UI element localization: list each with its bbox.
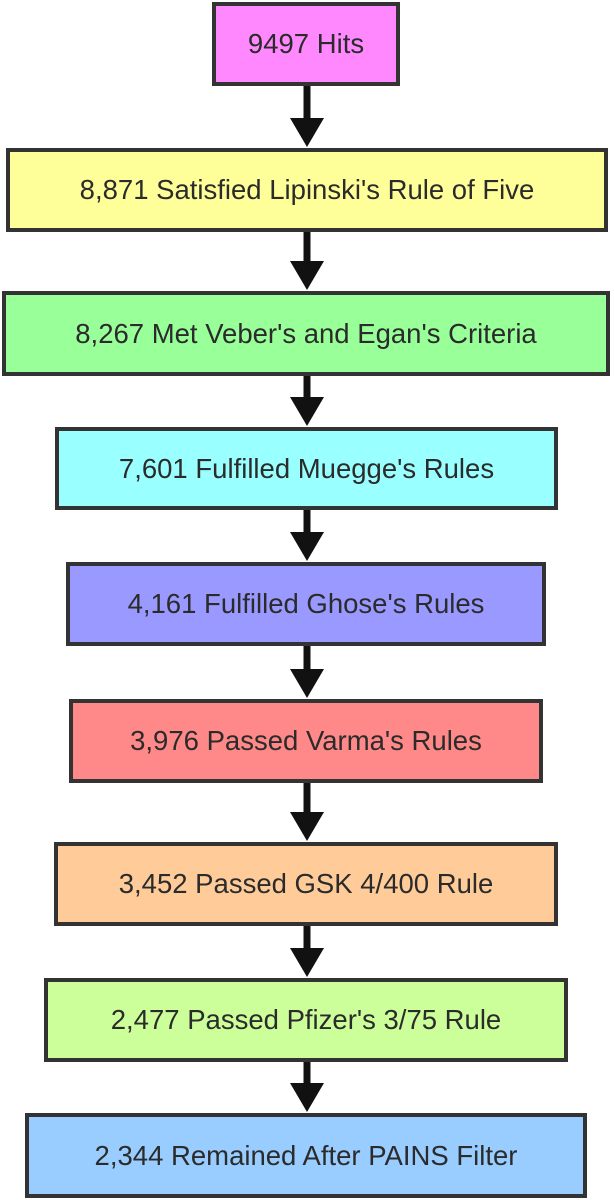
- step-muegge-label: 7,601 Fulfilled Muegge's Rules: [118, 452, 495, 484]
- arrow-head: [290, 118, 324, 147]
- step-gsk-label: 3,452 Passed GSK 4/400 Rule: [118, 868, 494, 900]
- step-veber-egan-label: 8,267 Met Veber's and Egan's Criteria: [75, 317, 537, 349]
- step-pfizer-box: 2,477 Passed Pfizer's 3/75 Rule: [44, 978, 568, 1062]
- step-ghose-box: 4,161 Fulfilled Ghose's Rules: [66, 562, 546, 646]
- step-pains-box: 2,344 Remained After PAINS Filter: [25, 1113, 587, 1198]
- arrow-down-icon: [290, 86, 324, 147]
- step-hits-label: 9497 Hits: [247, 28, 365, 60]
- arrow-down-icon: [290, 376, 324, 426]
- step-gsk-box: 3,452 Passed GSK 4/400 Rule: [54, 842, 558, 926]
- step-muegge-box: 7,601 Fulfilled Muegge's Rules: [55, 427, 558, 510]
- arrow-head: [290, 532, 324, 561]
- step-varma-label: 3,976 Passed Varma's Rules: [130, 725, 482, 757]
- arrow-down-icon: [290, 646, 324, 698]
- arrow-head: [290, 1083, 324, 1112]
- arrow-down-icon: [290, 510, 324, 561]
- step-ghose-label: 4,161 Fulfilled Ghose's Rules: [127, 588, 485, 620]
- step-pains-label: 2,344 Remained After PAINS Filter: [94, 1139, 518, 1171]
- arrow-down-icon: [290, 1062, 324, 1112]
- step-lipinski-label: 8,871 Satisfied Lipinski's Rule of Five: [79, 174, 535, 206]
- arrow-down-icon: [290, 926, 324, 977]
- step-veber-egan-box: 8,267 Met Veber's and Egan's Criteria: [2, 291, 610, 376]
- arrow-head: [290, 261, 324, 290]
- arrow-head: [290, 812, 324, 841]
- arrow-head: [290, 669, 324, 698]
- arrow-head: [290, 397, 324, 426]
- arrow-down-icon: [290, 783, 324, 841]
- arrow-head: [290, 948, 324, 977]
- step-varma-box: 3,976 Passed Varma's Rules: [69, 699, 543, 783]
- arrow-down-icon: [290, 232, 324, 290]
- step-hits-box: 9497 Hits: [212, 2, 400, 86]
- step-lipinski-box: 8,871 Satisfied Lipinski's Rule of Five: [6, 148, 608, 232]
- step-pfizer-label: 2,477 Passed Pfizer's 3/75 Rule: [110, 1004, 502, 1036]
